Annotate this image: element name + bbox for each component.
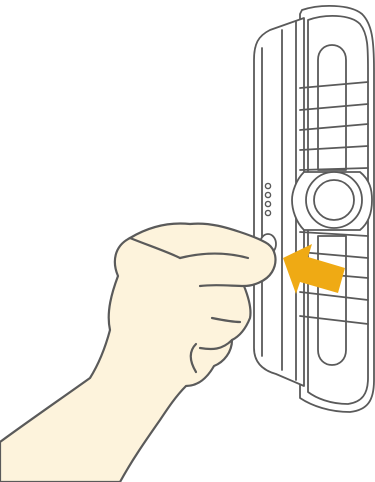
led-3 xyxy=(265,201,270,206)
hand-palm-and-forearm xyxy=(0,224,275,482)
finger-separation xyxy=(200,285,244,286)
hand-icon xyxy=(0,224,275,482)
led-1 xyxy=(265,183,270,188)
led-2 xyxy=(265,192,270,197)
led-4 xyxy=(265,210,270,215)
device-knob-inner xyxy=(314,180,354,220)
device-icon xyxy=(254,6,374,412)
